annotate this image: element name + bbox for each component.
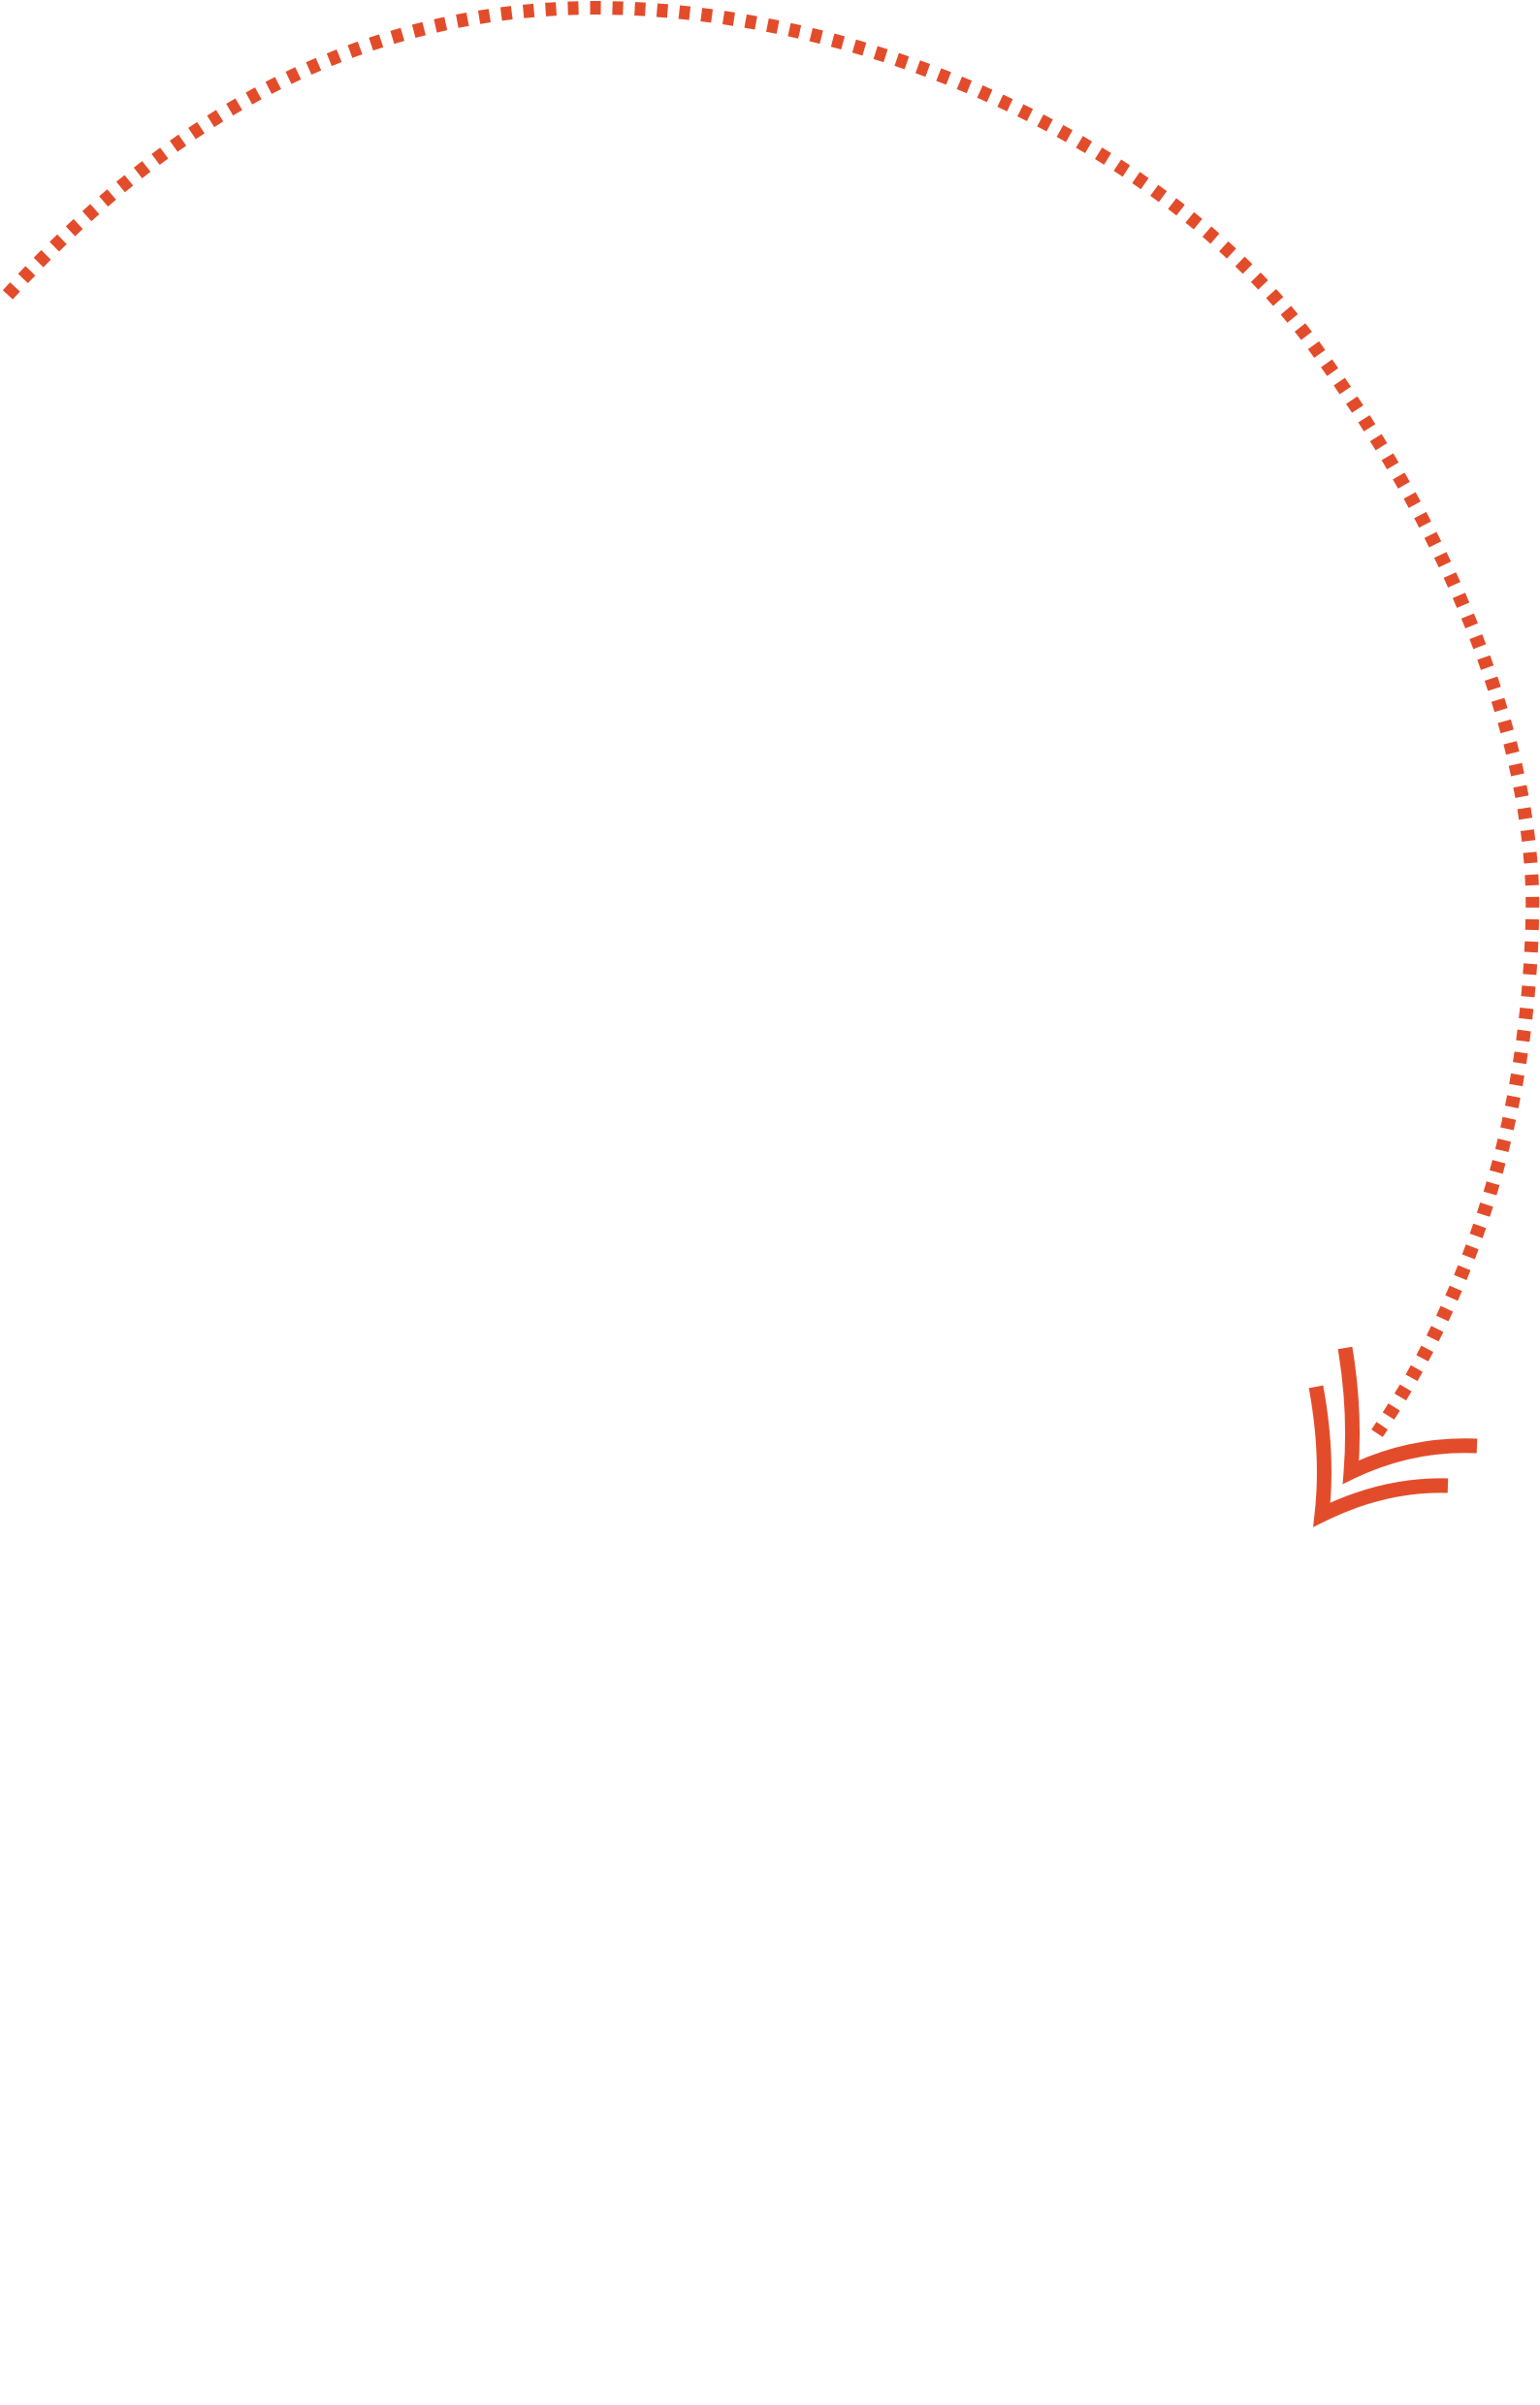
arrowhead-chevron-front [1337, 1346, 1478, 1485]
arrowhead-chevron-back [1308, 1385, 1449, 1527]
dotted-arc-path [2, 0, 1540, 1437]
